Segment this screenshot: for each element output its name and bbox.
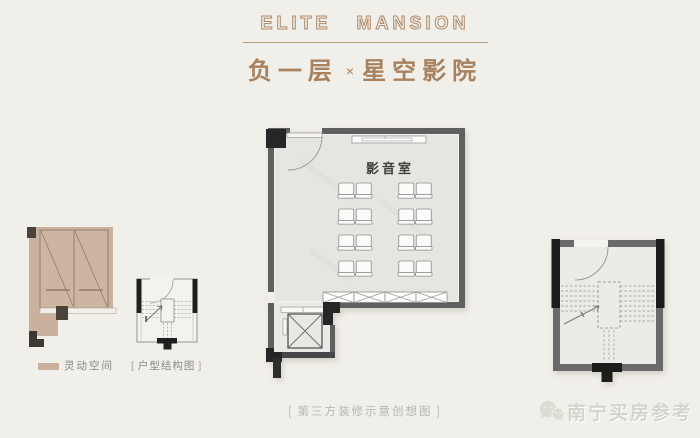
venue-label: 星空影院 bbox=[362, 58, 483, 85]
door-leaf bbox=[286, 132, 323, 138]
multiply-separator: × bbox=[345, 63, 355, 79]
stair-plan-right bbox=[551, 239, 665, 382]
bracket-right: ] bbox=[436, 406, 442, 418]
structure-legend-label: [户型结构图] bbox=[128, 358, 205, 373]
floor-label: 负一层 bbox=[247, 58, 338, 85]
bracket-left: [ bbox=[288, 406, 294, 418]
room-label: 影音室 bbox=[365, 161, 414, 176]
bracket-left: [ bbox=[131, 360, 135, 372]
bracket-right: ] bbox=[198, 360, 203, 372]
flex-space-shape bbox=[27, 227, 117, 347]
media-screen bbox=[351, 135, 427, 144]
watermark-text: 南宁买房参考 bbox=[567, 403, 694, 424]
flex-space-swatch bbox=[38, 363, 59, 370]
cinema-seats bbox=[337, 182, 433, 277]
brand-underline bbox=[243, 42, 488, 43]
structure-column bbox=[266, 129, 286, 148]
wechat-icon bbox=[539, 400, 565, 421]
brand-title: ELITE MANSION bbox=[260, 13, 470, 34]
structure-legend-text: 户型结构图 bbox=[137, 360, 196, 372]
structure-diagram-small bbox=[136, 278, 198, 350]
disclaimer-caption: [第三方装修示意创想图] bbox=[30, 403, 700, 419]
storage-cabinets bbox=[322, 291, 448, 303]
elevator bbox=[274, 303, 330, 352]
disclaimer-text: 第三方装修示意创想图 bbox=[297, 406, 433, 418]
door-swing-arc bbox=[287, 135, 323, 171]
flex-space-legend-label: 灵动空间 bbox=[64, 360, 114, 372]
watermark: 南宁买房参考 bbox=[537, 398, 693, 425]
page-title: 负一层 × 星空影院 bbox=[30, 51, 700, 86]
